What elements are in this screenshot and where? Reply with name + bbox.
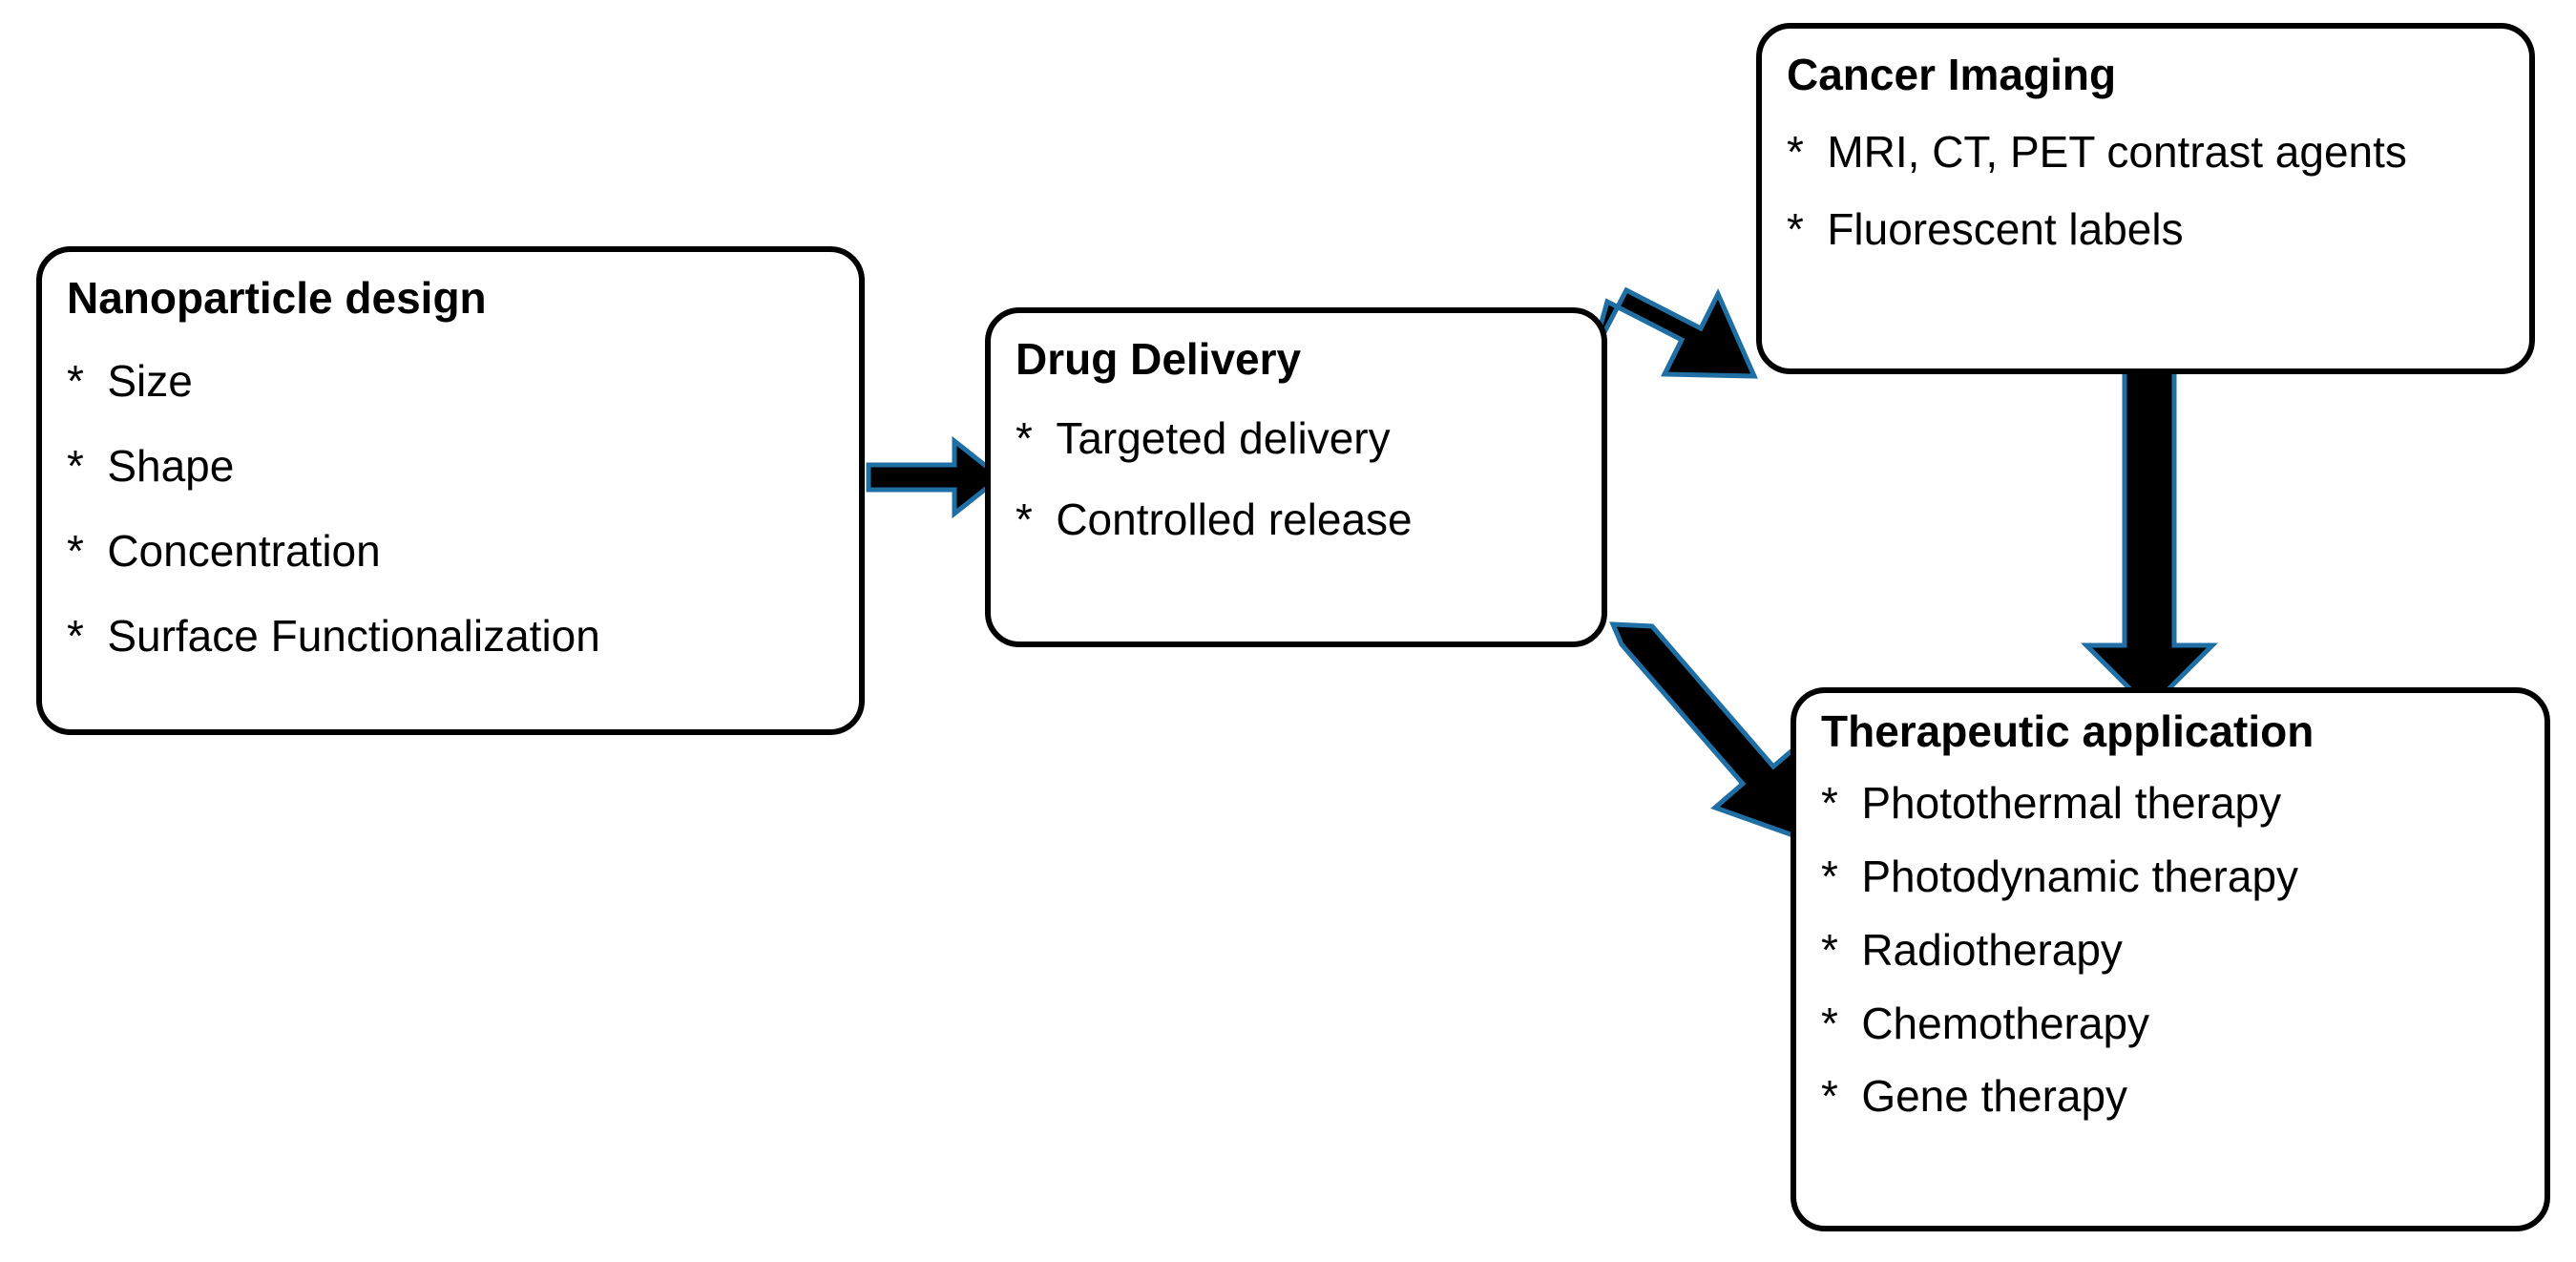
list-item: * Fluorescent labels: [1787, 204, 2504, 255]
bullet-star-icon: *: [67, 610, 84, 661]
node-nanoparticle-design[interactable]: Nanoparticle design * Size * Shape * Concen…: [36, 246, 865, 735]
bullet-star-icon: *: [1821, 777, 1838, 828]
list-item-label: Targeted delivery: [1056, 412, 1391, 463]
list-item-label: Gene therapy: [1861, 1071, 2128, 1122]
bullet-star-icon: *: [1821, 998, 1838, 1048]
list-item: * Shape: [67, 441, 834, 492]
node-body: Cancer Imaging * MRI, CT, PET contrast ag…: [1762, 29, 2529, 282]
list-item: * Photothermal therapy: [1821, 778, 2520, 829]
node-drug-delivery[interactable]: Drug Delivery * Targeted delivery * Contro…: [985, 307, 1607, 647]
bullet-star-icon: *: [1821, 1071, 1838, 1122]
list-item-label: Size: [107, 355, 193, 406]
node-cancer-imaging[interactable]: Cancer Imaging * MRI, CT, PET contrast ag…: [1756, 23, 2535, 374]
list-item: * Surface Functionalization: [67, 611, 834, 662]
node-title: Therapeutic application: [1821, 706, 2314, 756]
bullet-star-icon: *: [67, 355, 84, 406]
list-item-label: Photothermal therapy: [1861, 777, 2282, 828]
list-item-label: Chemotherapy: [1861, 998, 2150, 1048]
list-item: * Concentration: [67, 526, 834, 577]
list-item-label: Shape: [107, 440, 235, 491]
arrow-drug-to-imaging: [1589, 286, 1758, 379]
list-item-label: Fluorescent labels: [1827, 203, 2184, 254]
node-item-list: * Targeted delivery * Controlled release: [1016, 413, 1577, 545]
list-item: * Radiotherapy: [1821, 925, 2520, 976]
list-item-label: MRI, CT, PET contrast agents: [1827, 126, 2407, 177]
node-body: Nanoparticle design * Size * Shape * Concen…: [42, 252, 859, 695]
arrow-imaging-to-therapeutic: [2080, 368, 2219, 712]
bullet-star-icon: *: [67, 440, 84, 491]
node-title: Cancer Imaging: [1787, 50, 2117, 99]
bullet-star-icon: *: [67, 525, 84, 576]
list-item: * Size: [67, 356, 834, 407]
list-item: * Targeted delivery: [1016, 413, 1577, 464]
list-item: * Photodynamic therapy: [1821, 852, 2520, 902]
arrow-nanoparticle-to-drug: [866, 435, 1005, 519]
node-item-list: * Size * Shape * Concentration * Surface Fun…: [67, 356, 834, 662]
bullet-star-icon: *: [1821, 851, 1838, 901]
bullet-star-icon: *: [1787, 203, 1804, 254]
node-title: Drug Delivery: [1016, 334, 1302, 384]
bullet-star-icon: *: [1787, 126, 1804, 177]
list-item: * Chemotherapy: [1821, 999, 2520, 1049]
node-title: Nanoparticle design: [67, 273, 487, 323]
list-item: * Gene therapy: [1821, 1071, 2520, 1122]
list-item-label: Concentration: [107, 525, 381, 576]
bullet-star-icon: *: [1821, 924, 1838, 975]
list-item-label: Controlled release: [1056, 494, 1413, 544]
list-item-label: Radiotherapy: [1861, 924, 2123, 975]
arrow-drug-to-therapeutic: [1609, 621, 1807, 843]
node-body: Drug Delivery * Targeted delivery * Contro…: [991, 313, 1602, 576]
bullet-star-icon: *: [1016, 494, 1033, 544]
list-item-label: Surface Functionalization: [107, 610, 600, 661]
list-item: * Controlled release: [1016, 494, 1577, 545]
node-item-list: * MRI, CT, PET contrast agents * Fluoresce…: [1787, 127, 2504, 255]
node-therapeutic-application[interactable]: Therapeutic application * Photothermal th…: [1791, 687, 2550, 1231]
node-item-list: * Photothermal therapy * Photodynamic ther…: [1821, 778, 2520, 1122]
bullet-star-icon: *: [1016, 412, 1033, 463]
list-item: * MRI, CT, PET contrast agents: [1787, 127, 2504, 178]
list-item-label: Photodynamic therapy: [1861, 851, 2299, 901]
node-body: Therapeutic application * Photothermal th…: [1796, 693, 2545, 1145]
